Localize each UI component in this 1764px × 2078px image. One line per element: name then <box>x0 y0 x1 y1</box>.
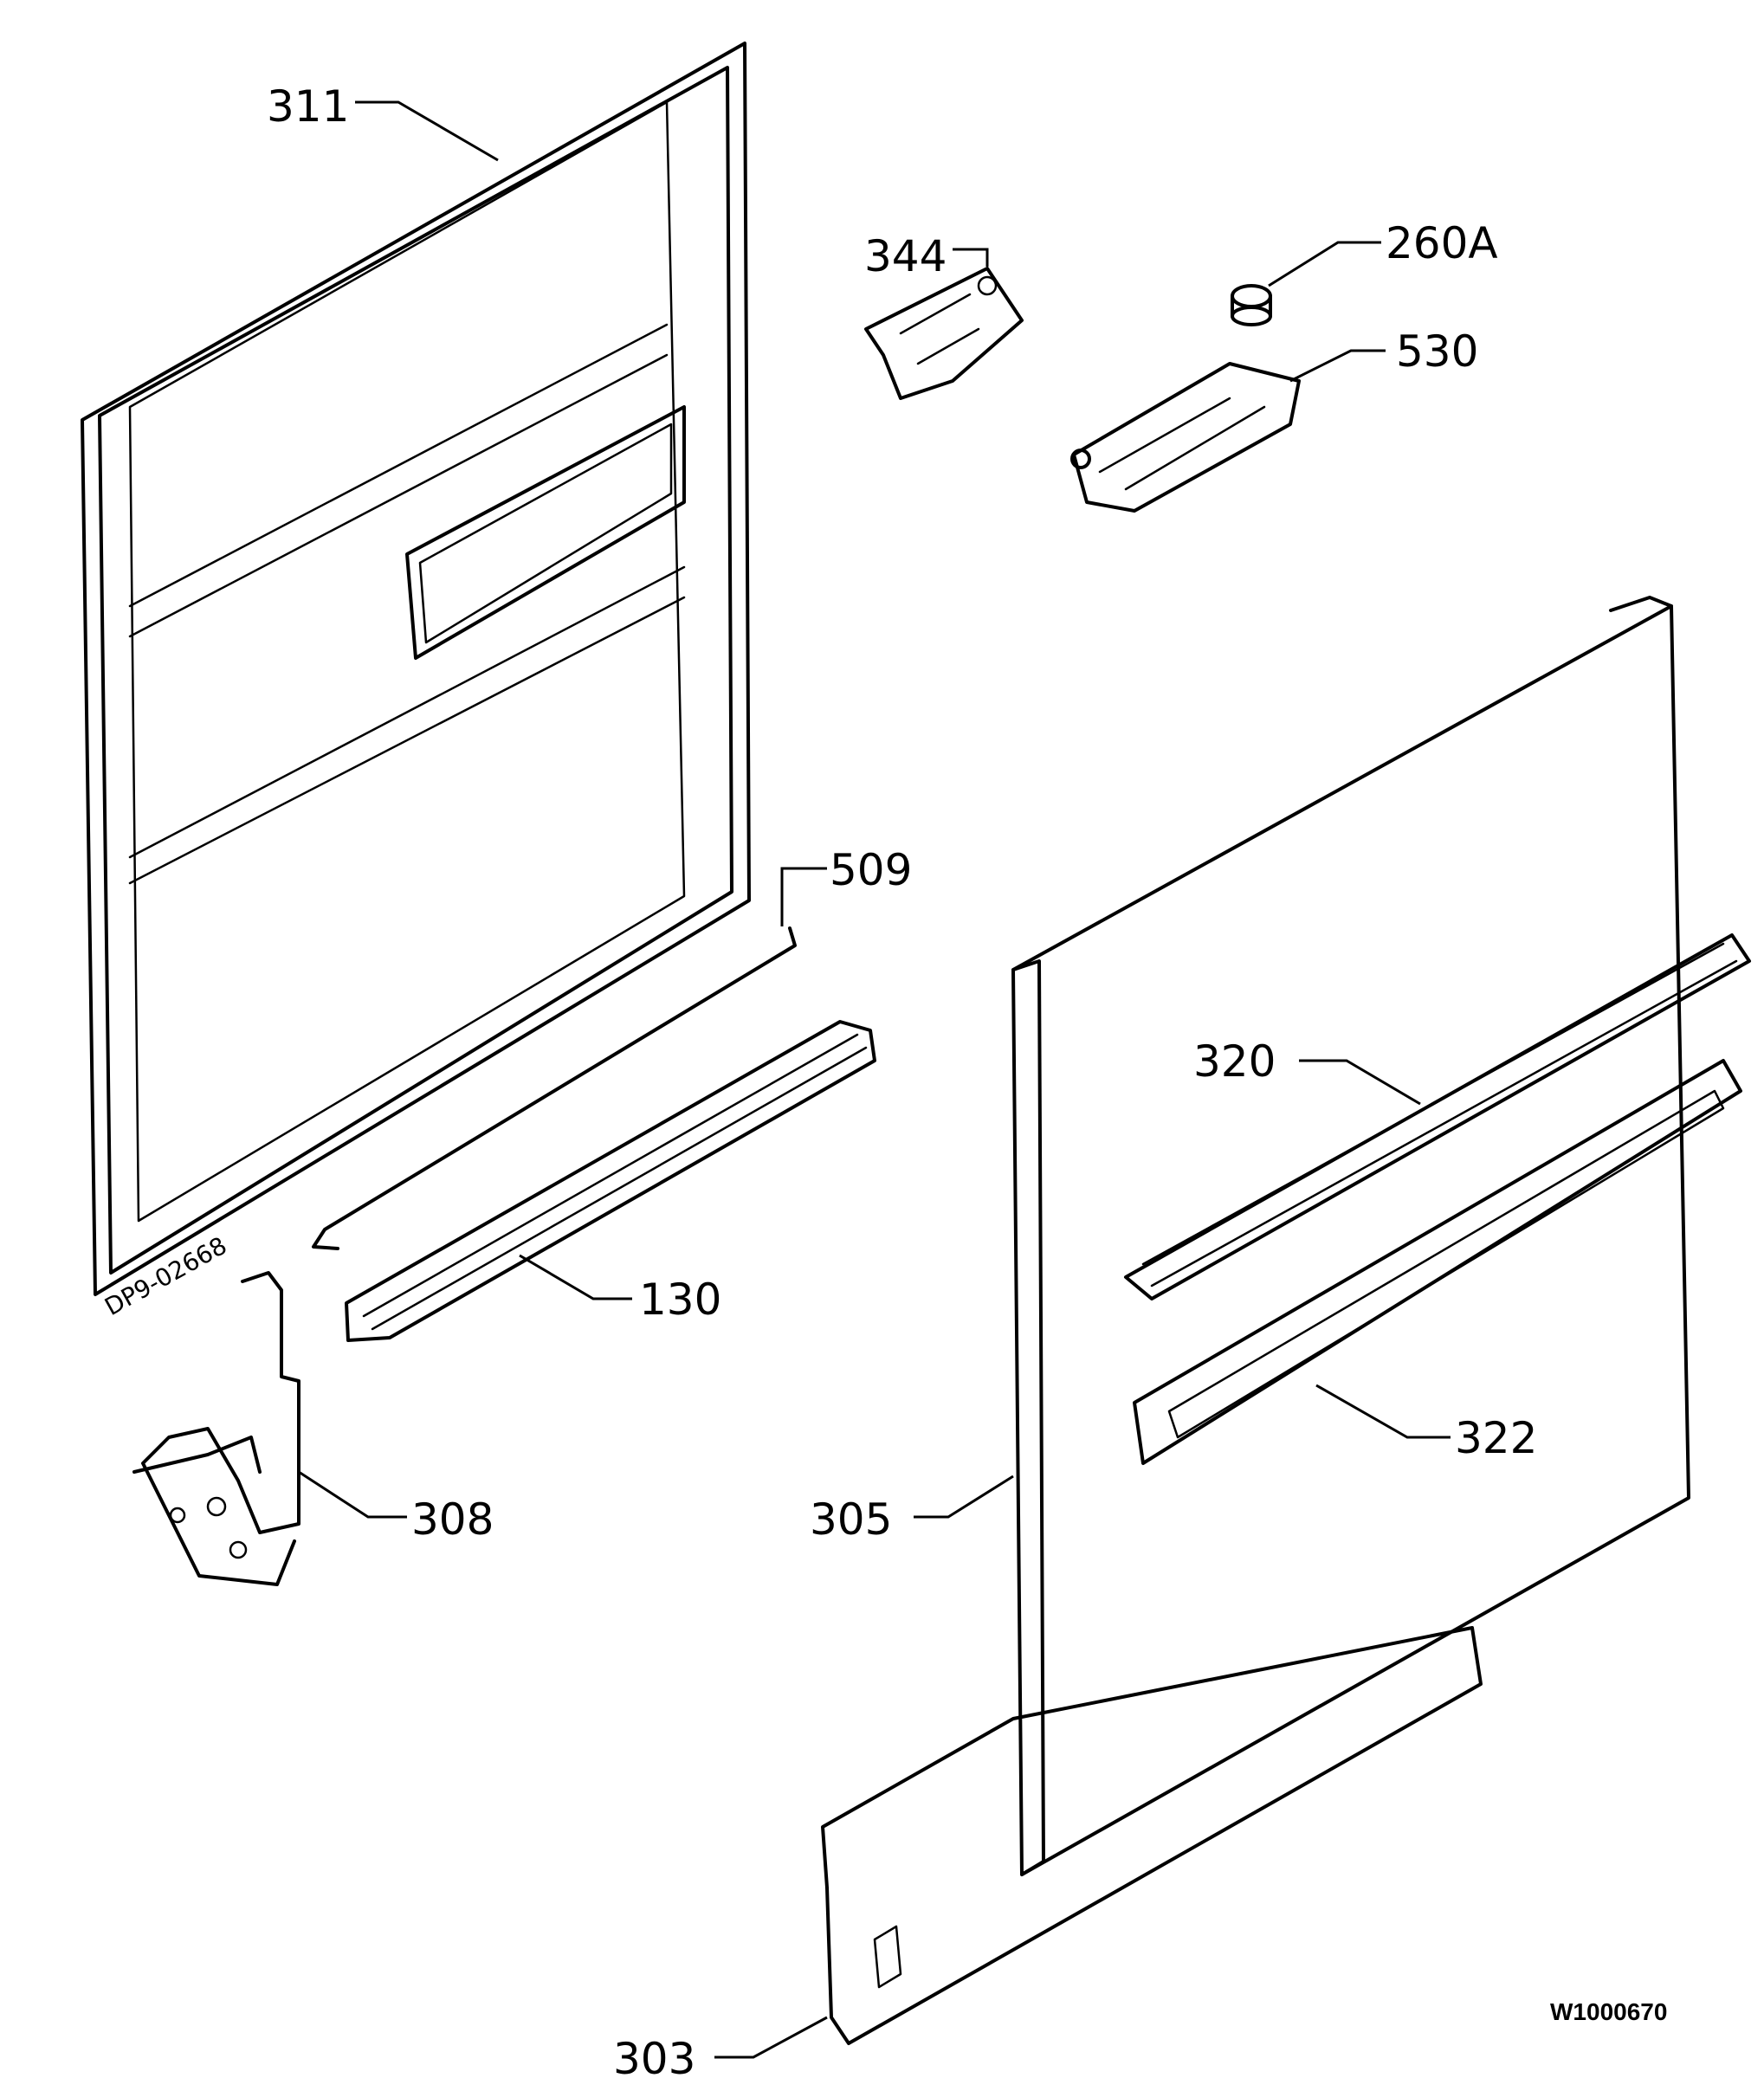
part-509-rod <box>312 926 797 1250</box>
part-260a-grommet <box>1231 284 1272 326</box>
leader-344 <box>953 248 989 267</box>
leader-322 <box>1315 1384 1451 1439</box>
callout-311: 311 <box>267 81 349 132</box>
leader-320 <box>1299 1059 1421 1106</box>
part-322-rail <box>1133 1059 1742 1465</box>
part-530-housing <box>1070 362 1301 513</box>
leader-530 <box>1289 349 1386 383</box>
part-305-outer-door <box>1011 596 1690 1876</box>
callout-130: 130 <box>639 1275 721 1325</box>
part-130-seal <box>345 1020 876 1342</box>
leader-308 <box>298 1470 407 1519</box>
callout-530: 530 <box>1396 326 1478 377</box>
leader-130 <box>519 1254 632 1300</box>
part-308-hinge <box>132 1271 300 1586</box>
callout-509: 509 <box>830 845 912 895</box>
leader-lines <box>298 100 1451 2059</box>
leader-305 <box>914 1475 1014 1519</box>
callout-344: 344 <box>864 231 947 281</box>
part-344-latch <box>864 267 1024 400</box>
part-311-inner-door <box>81 42 751 1296</box>
callout-308: 308 <box>411 1494 494 1545</box>
leader-509 <box>780 867 827 926</box>
reference-code: W1000670 <box>1550 1998 1667 2025</box>
drawing-number: DP9-02668 <box>100 1231 231 1321</box>
part-303-base-panel <box>821 1626 1483 2045</box>
leader-303 <box>714 2016 828 2059</box>
callout-303: 303 <box>613 2034 695 2078</box>
callout-260a: 260A <box>1386 218 1498 268</box>
callout-320: 320 <box>1193 1036 1276 1087</box>
callout-322: 322 <box>1455 1413 1537 1463</box>
callout-305: 305 <box>810 1494 892 1545</box>
leader-311 <box>355 100 499 162</box>
part-320-rail <box>1124 933 1751 1300</box>
leader-260a <box>1268 241 1381 287</box>
